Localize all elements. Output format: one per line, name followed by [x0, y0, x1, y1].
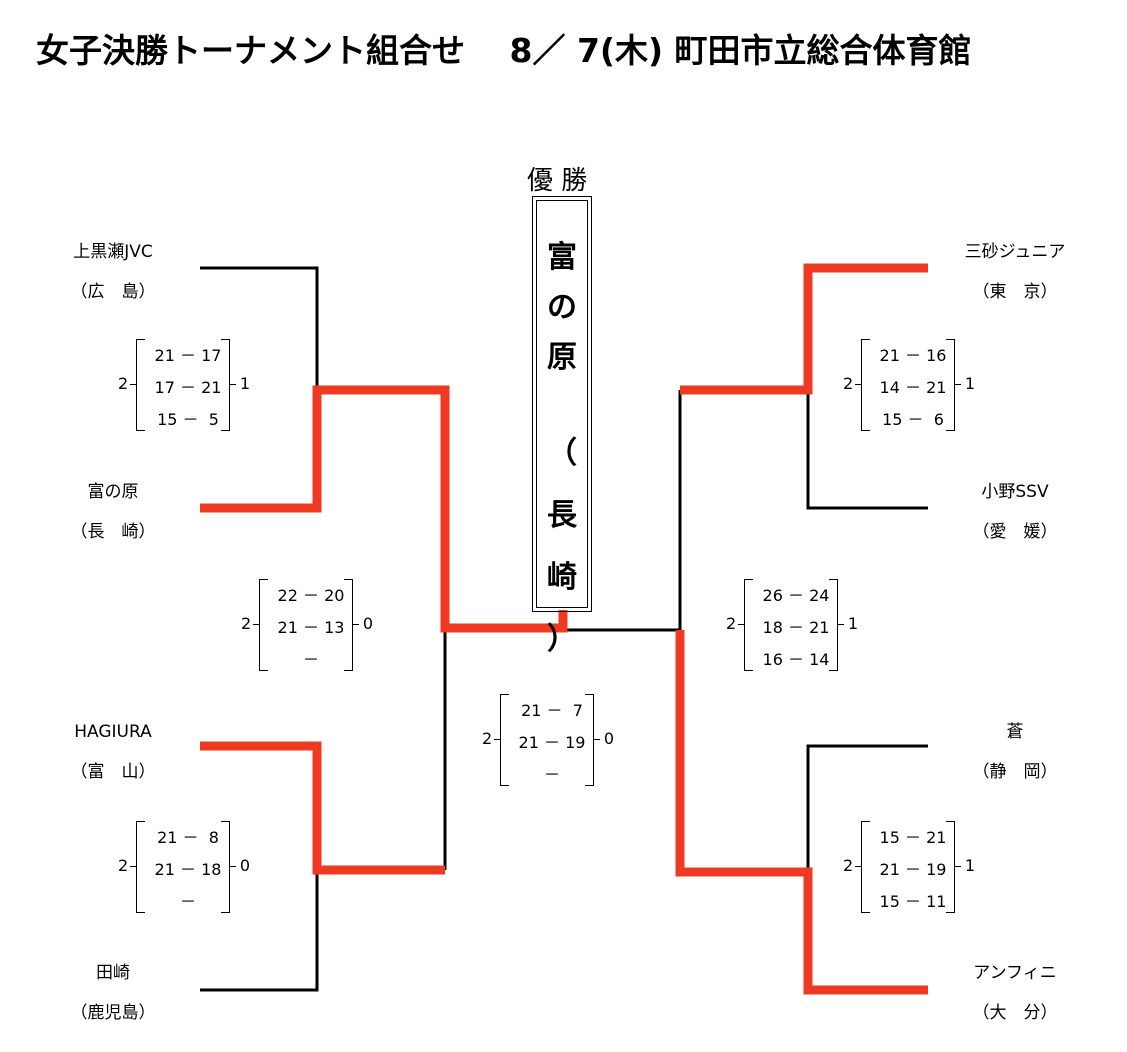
sets-won-right: 0 [603, 729, 614, 748]
sets-won-right: 0 [362, 614, 373, 633]
line-left-1 [200, 266, 319, 390]
set-score: 15 － 6 [882, 410, 944, 429]
winner-line-right-4 [675, 630, 928, 995]
team-left-3: HAGIURA （富 山） [33, 721, 193, 783]
team-region: （大 分） [972, 1003, 1058, 1023]
team-right-2: 小野SSV （愛 媛） [935, 481, 1095, 543]
page-title: 女子決勝トーナメント組合せ 8／ 7(木) 町田市立総合体育館 [36, 31, 972, 70]
team-name: 田崎 [96, 963, 130, 983]
team-region: （静 岡） [972, 762, 1058, 782]
team-right-3: 蒼 （静 岡） [935, 721, 1095, 783]
line-right-3 [806, 744, 928, 872]
team-name: 上黒瀬JVC [73, 242, 153, 262]
team-left-4: 田崎 （鹿児島） [33, 962, 193, 1024]
champion-text: 富の原 （長崎） [533, 233, 591, 671]
team-region: （愛 媛） [972, 522, 1058, 542]
set-score: 18 － 21 [762, 618, 830, 637]
team-right-1: 三砂ジュニア （東 京） [935, 241, 1095, 303]
set-score: 15 － 11 [879, 892, 947, 911]
sets-won-left: 2 [843, 374, 854, 393]
line-right-2 [806, 390, 928, 510]
sets-won-left: 2 [118, 856, 129, 875]
sets-won-right: 1 [847, 614, 858, 633]
team-right-4: アンフィニ （大 分） [935, 962, 1095, 1024]
score-final: 2 0 21 － 7 21 － 19 － [482, 692, 622, 788]
line-left-4 [200, 870, 319, 992]
team-name: 蒼 [1006, 722, 1024, 742]
set-score: 14 － 21 [879, 378, 947, 397]
champion-label: 優 勝 [527, 166, 588, 196]
sets-won-right: 1 [239, 374, 250, 393]
set-score: － [302, 650, 319, 669]
winner-line-right-1 [680, 263, 928, 395]
set-score: 22 － 20 [277, 586, 345, 605]
team-name: 三砂ジュニア [964, 242, 1066, 262]
sets-won-right: 1 [964, 856, 975, 875]
team-region: （富 山） [70, 762, 156, 782]
team-left-1: 上黒瀬JVC （広 島） [33, 241, 193, 303]
set-score: 21 － 17 [154, 346, 222, 365]
set-score: 21 － 8 [157, 828, 219, 847]
set-score: 21 － 18 [154, 860, 222, 879]
sets-won-right: 1 [964, 374, 975, 393]
sets-won-right: 0 [239, 856, 250, 875]
set-score: 21 － 13 [277, 618, 345, 637]
winner-line-left-3 [200, 741, 445, 875]
champion-name: 富の原 [547, 240, 577, 375]
set-score: 17 － 21 [154, 378, 222, 397]
set-score: － [179, 892, 196, 911]
team-left-2: 富の原 （長 崎） [33, 481, 193, 543]
set-score: 21 － 7 [521, 701, 583, 720]
sets-won-left: 2 [843, 856, 854, 875]
champion-region: （長崎） [547, 436, 577, 657]
score-qf-left-2: 2 0 21 － 8 21 － 18 － [118, 819, 258, 915]
sets-won-left: 2 [241, 614, 252, 633]
champion-box: 富の原 （長崎） [532, 196, 592, 657]
set-score: 26 － 24 [762, 586, 830, 605]
set-score: 21 － 19 [518, 733, 586, 752]
score-qf-left-1: 2 1 21 － 17 17 － 21 15 － 5 [118, 337, 258, 433]
team-region: （長 崎） [70, 522, 156, 542]
sets-won-left: 2 [726, 614, 737, 633]
set-score: 15 － 21 [879, 828, 947, 847]
set-score: 16 － 14 [762, 650, 830, 669]
sets-won-left: 2 [482, 729, 493, 748]
team-name: 小野SSV [981, 482, 1049, 502]
score-qf-right-1: 2 1 21 － 16 14 － 21 15 － 6 [843, 337, 983, 433]
team-name: HAGIURA [74, 722, 152, 742]
set-score: 21 － 19 [879, 860, 947, 879]
sets-won-left: 2 [118, 374, 129, 393]
winner-line-left-2 [200, 385, 568, 633]
set-score: 21 － 16 [879, 346, 947, 365]
team-region: （広 島） [70, 282, 156, 302]
team-region: （東 京） [972, 282, 1058, 302]
team-region: （鹿児島） [70, 1003, 156, 1023]
set-score: 15 － 5 [157, 410, 219, 429]
team-name: アンフィニ [973, 963, 1057, 983]
set-score: － [543, 765, 560, 784]
team-name: 富の原 [87, 482, 139, 502]
score-sf-left: 2 0 22 － 20 21 － 13 － [241, 577, 381, 673]
score-sf-right: 2 1 26 － 24 18 － 21 16 － 14 [726, 577, 866, 673]
score-qf-right-2: 2 1 15 － 21 21 － 19 15 － 11 [843, 819, 983, 915]
